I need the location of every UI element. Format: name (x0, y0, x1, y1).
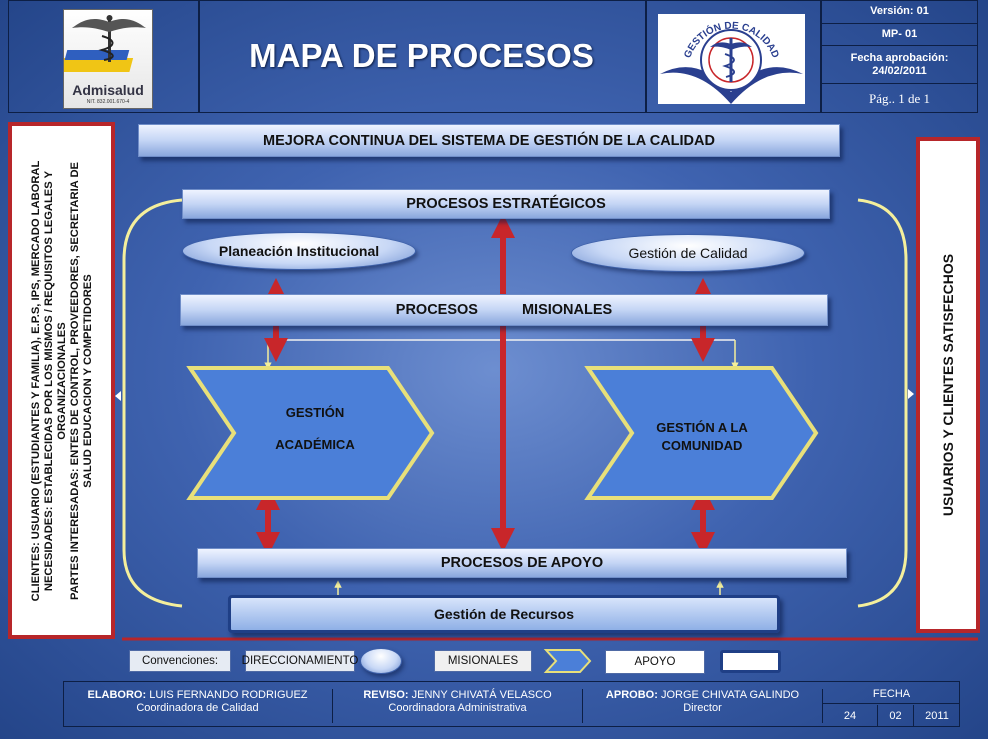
elaboro-label: ELABORO: (87, 689, 147, 701)
footer-aprobo: APROBO: JORGE CHIVATA GALINDO Director (583, 689, 823, 723)
legend-apoyo: APOYO (605, 650, 705, 674)
admisalud-logo-text: Admisalud (72, 82, 144, 98)
planeacion-ellipse: Planeación Institucional (182, 232, 416, 270)
comunidad-line-1: GESTIÓN A LA (656, 420, 748, 435)
header-divider (645, 0, 647, 113)
comunidad-label: GESTIÓN A LA COMUNIDAD (632, 419, 772, 455)
procesos-apoyo-bar: PROCESOS DE APOYO (197, 548, 847, 578)
footer-elaboro: ELABORO: LUIS FERNANDO RODRIGUEZ Coordin… (63, 689, 333, 723)
approval-label: Fecha aprobación: (850, 52, 949, 65)
left-panel-pointer (115, 391, 121, 401)
fecha-month: 02 (878, 705, 914, 726)
gestion-calidad-ellipse: Gestión de Calidad (571, 234, 805, 272)
admisalud-nit: NIT. 832.001.670-4 (86, 99, 130, 105)
fecha-year: 2011 (925, 709, 949, 722)
aprobo-role: Director (683, 702, 722, 715)
document-code: MP- 01 (821, 24, 978, 46)
right-satisfaction-panel: USUARIOS Y CLIENTES SATISFECHOS (916, 137, 980, 633)
misionales-word-2: MISIONALES (521, 302, 613, 318)
elaboro-name: LUIS FERNANDO RODRIGUEZ (149, 689, 308, 701)
aprobo-name: JORGE CHIVATA GALINDO (660, 689, 800, 701)
procesos-misionales-bar: PROCESOS MISIONALES (180, 294, 828, 326)
left-bracket (122, 198, 183, 608)
quality-seal-icon: GESTIÓN DE CALIDAD (660, 20, 803, 104)
procesos-estrategicos-bar: PROCESOS ESTRATÉGICOS (182, 189, 830, 219)
comunidad-chevron (584, 366, 819, 500)
caduceus-icon (55, 15, 146, 72)
footer-reviso: REVISO: JENNY CHIVATÁ VELASCO Coordinado… (333, 689, 583, 723)
header-divider (820, 0, 822, 113)
elaboro-role: Coordinadora de Calidad (136, 702, 259, 715)
mejora-continua-bar: MEJORA CONTINUA DEL SISTEMA DE GESTIÓN D… (138, 124, 840, 157)
fecha-label: FECHA (823, 684, 960, 704)
approval-date: 24/02/2011 (872, 64, 927, 77)
admisalud-logo: Admisalud NIT. 832.001.670-4 (55, 9, 153, 109)
page-title: MAPA DE PROCESOS (249, 37, 594, 74)
fecha-day: 24 (823, 705, 878, 726)
page-number: Pág.. 1 de 1 (868, 90, 931, 106)
academica-line-2: ACADÉMICA (275, 437, 355, 453)
header-frame (8, 0, 978, 113)
gestion-calidad-logo: GESTIÓN DE CALIDAD (658, 14, 805, 104)
left-requirements-panel: CLIENTES: USUARIO (ESTUDIANTES Y FAMILIA… (8, 122, 115, 639)
legend-misionales: MISIONALES (434, 650, 532, 672)
reviso-role: Coordinadora Administrativa (388, 702, 527, 715)
right-bracket (857, 198, 908, 608)
academica-label: GESTIÓN ACADÉMICA (240, 404, 390, 454)
legend-chevron-icon (543, 649, 592, 673)
version-label: Versión: 01 (821, 0, 978, 24)
footer-frame (63, 681, 960, 727)
right-panel-pointer (908, 389, 914, 399)
comunidad-line-2: COMUNIDAD (661, 438, 743, 454)
reviso-label: REVISO: (363, 689, 409, 701)
aprobo-label: APROBO: (605, 689, 658, 701)
header-divider (198, 0, 200, 113)
academica-chevron (186, 366, 435, 500)
gestion-recursos-box: Gestión de Recursos (228, 595, 780, 633)
academica-line-1: GESTIÓN (285, 405, 345, 420)
legend-title: Convenciones: (129, 650, 231, 672)
legend-apoyo-icon (720, 650, 781, 673)
legend-ellipse-icon (360, 648, 402, 674)
legend-direccionamiento: DIRECCIONAMIENTO (242, 650, 358, 672)
misionales-word-1: PROCESOS (395, 302, 478, 318)
approval-date-cell: Fecha aprobación: 24/02/2011 (821, 46, 978, 84)
reviso-name: JENNY CHIVATÁ VELASCO (411, 689, 552, 701)
